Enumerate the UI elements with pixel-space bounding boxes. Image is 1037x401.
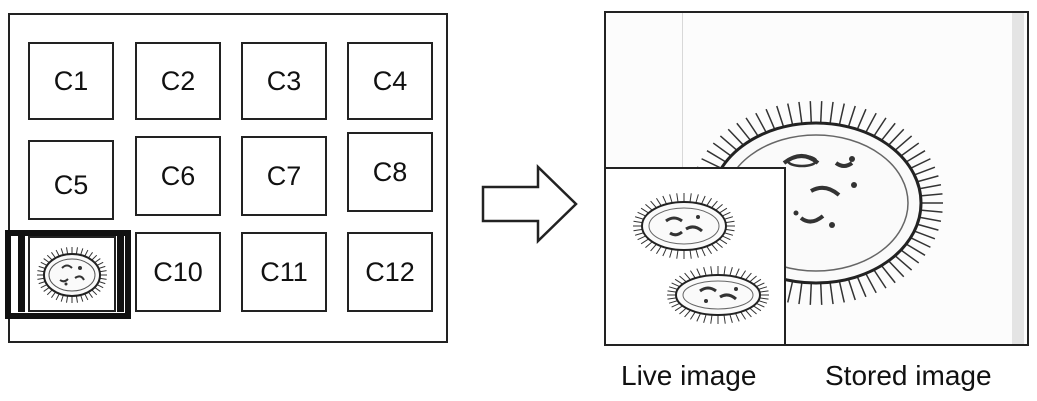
grid-cell-label: C10 [153, 256, 203, 287]
grid-cell-c6[interactable]: C6 [135, 136, 221, 216]
grid-cell-label: C2 [160, 65, 196, 96]
grid-cell-selected-thumbnail[interactable] [28, 236, 116, 312]
grid-cell-label: C5 [53, 169, 89, 200]
selection-highlight-frame [5, 230, 131, 319]
grid-cell-c3[interactable]: C3 [241, 42, 327, 120]
grid-cell-c8[interactable]: C8 [347, 132, 433, 212]
selected-frame-right-bar [117, 236, 124, 312]
grid-cell-label: C3 [266, 65, 302, 96]
grid-cell-c12[interactable]: C12 [347, 232, 433, 312]
selected-frame-left-bar [18, 236, 25, 312]
grid-cell-label: C11 [260, 256, 308, 287]
grid-cell-label: C7 [266, 160, 302, 191]
grid-cell-label: C6 [160, 160, 196, 191]
live-image-inset [606, 167, 786, 344]
grid-cell-label: C4 [372, 65, 408, 96]
grid-cell-c7[interactable]: C7 [241, 136, 327, 216]
grid-cell-c4[interactable]: C4 [347, 42, 433, 120]
grid-cell-label: C1 [53, 65, 89, 96]
microbe-icon [37, 247, 107, 303]
microbe-icon [633, 193, 769, 324]
grid-cell-c1[interactable]: C1 [28, 42, 114, 120]
grid-cell-c11[interactable]: C11 [241, 232, 327, 312]
stored-image-caption: Stored image [825, 360, 992, 391]
live-image-caption: Live image [621, 360, 757, 391]
grid-cell-c10[interactable]: C10 [135, 232, 221, 312]
grid-cell-label: C8 [372, 156, 408, 187]
right-arrow-icon [480, 163, 580, 245]
grid-cell-c2[interactable]: C2 [135, 42, 221, 120]
grid-cell-label: C12 [365, 256, 415, 287]
grid-cell-c5[interactable]: C5 [28, 140, 114, 220]
